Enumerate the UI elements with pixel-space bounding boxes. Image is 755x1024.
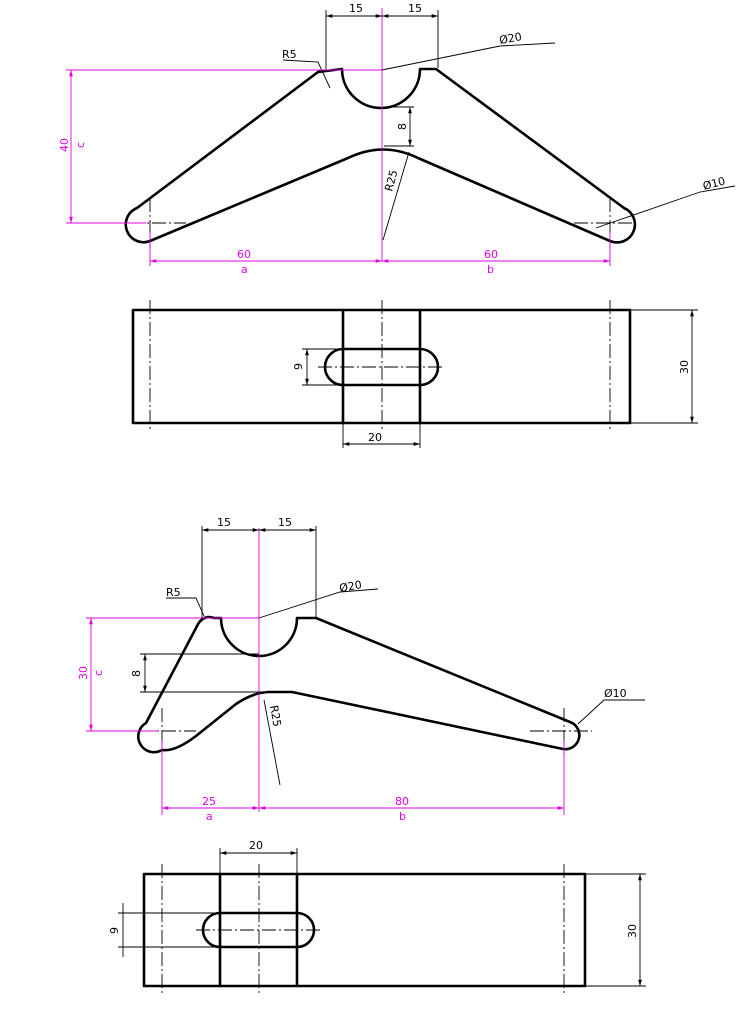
- view1-leader-d20: [381, 42, 556, 71]
- view1-dim-a-value: 60: [237, 248, 251, 261]
- view2-leader-d10: [577, 699, 645, 725]
- view2-plan-dim-30: 30: [626, 924, 639, 938]
- view2-dim-width-left: 15: [217, 516, 231, 529]
- view1-dim-height-value: 40: [58, 138, 71, 152]
- view2-dim-d10: Ø10: [604, 687, 627, 700]
- view2-dim-b-var: b: [399, 810, 406, 823]
- view2-dim-a-value: 25: [202, 795, 216, 808]
- view2-dim-b-value: 80: [395, 795, 409, 808]
- view2-dim-8: 8: [130, 670, 143, 677]
- view1-leader-r25: [382, 151, 410, 241]
- view1-dim-width-left: 15: [349, 2, 363, 15]
- view1-plan-outline: [131, 308, 632, 425]
- view1-plan-dim-9: 9: [292, 363, 305, 370]
- view2-part-outline: [137, 615, 581, 754]
- view2-leader-r25: [263, 699, 281, 786]
- view1-dim-r5: R5: [282, 48, 297, 61]
- view2-leader-d20: [258, 588, 379, 619]
- view2-plan-view: 9 30 20: [108, 839, 646, 996]
- view1-plan-dim-30: 30: [678, 360, 691, 374]
- view1-front-view: 15 15 R5 Ø20 8 R25 Ø10 40 c 60 a 60 b: [58, 2, 736, 276]
- view2-dim-r25: R25: [267, 704, 284, 728]
- view2-plan-slot: [201, 911, 316, 949]
- view2-leader-r5: [166, 597, 205, 617]
- view1-dim-r25: R25: [382, 169, 400, 193]
- view1-dim-8: 8: [396, 123, 409, 130]
- view2-dim-d20: Ø20: [338, 578, 363, 595]
- view1-part-outline: [124, 67, 637, 244]
- view1-dim-d10: Ø10: [701, 174, 726, 192]
- view2-dim-a-var: a: [206, 810, 213, 823]
- view1-plan-slot: [323, 347, 440, 387]
- view1-leader-r5: [282, 59, 331, 89]
- view1-leader-d10: [595, 185, 736, 229]
- view2-plan-dim-20: 20: [249, 839, 263, 852]
- view2-dim-width-right: 15: [278, 516, 292, 529]
- view2-plan-outline: [142, 872, 587, 988]
- view1-plan-dim-20: 20: [368, 431, 382, 444]
- view1-dim-b-var: b: [487, 263, 494, 276]
- view1-dim-d20: Ø20: [498, 30, 523, 47]
- view1-dim-b-value: 60: [484, 248, 498, 261]
- view1-dim-height-var: c: [74, 142, 87, 148]
- view2-dim-height-value: 30: [77, 666, 90, 680]
- view1-dim-a-var: a: [241, 263, 248, 276]
- view2-dim-r5: R5: [166, 586, 181, 599]
- view2-front-view: 15 15 R5 Ø20 8 R25 Ø10 30 c 25 a 80 b: [77, 516, 645, 823]
- view2-plan-dim-9: 9: [108, 927, 121, 934]
- view2-dim-height-var: c: [92, 670, 105, 676]
- view1-dim-width-right: 15: [408, 2, 422, 15]
- view1-plan-view: 9 30 20: [131, 300, 698, 448]
